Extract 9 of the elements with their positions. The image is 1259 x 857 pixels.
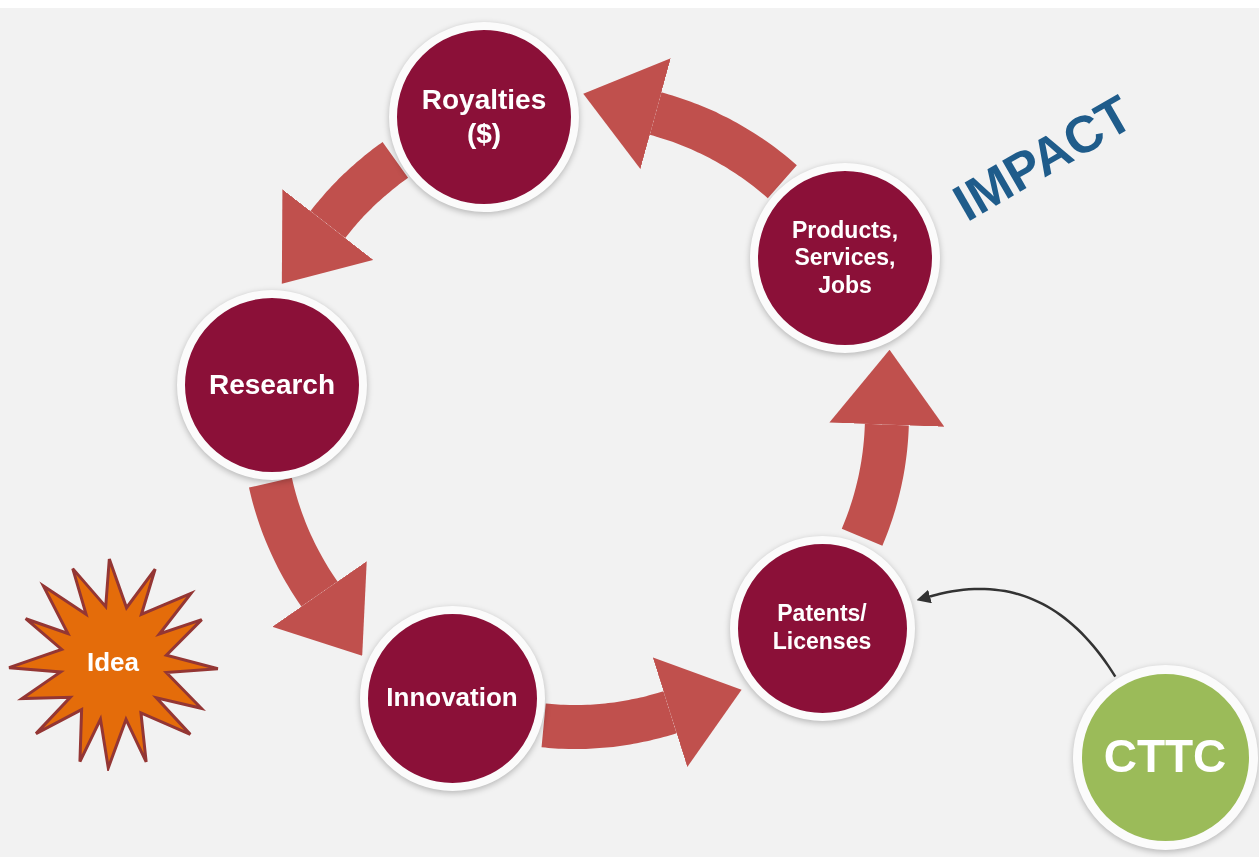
node-label: Patents/ Licenses xyxy=(771,600,873,656)
node-label: Royalties ($) xyxy=(420,83,548,151)
node-label: Products, Services, Jobs xyxy=(790,216,900,300)
node-label: Research xyxy=(208,368,336,402)
curved-arrow xyxy=(916,587,1117,678)
curved-block-arrow xyxy=(583,58,799,200)
node-label: Idea xyxy=(87,647,139,679)
node-label: CTTC xyxy=(1103,729,1227,785)
node-label: Innovation xyxy=(386,682,518,714)
